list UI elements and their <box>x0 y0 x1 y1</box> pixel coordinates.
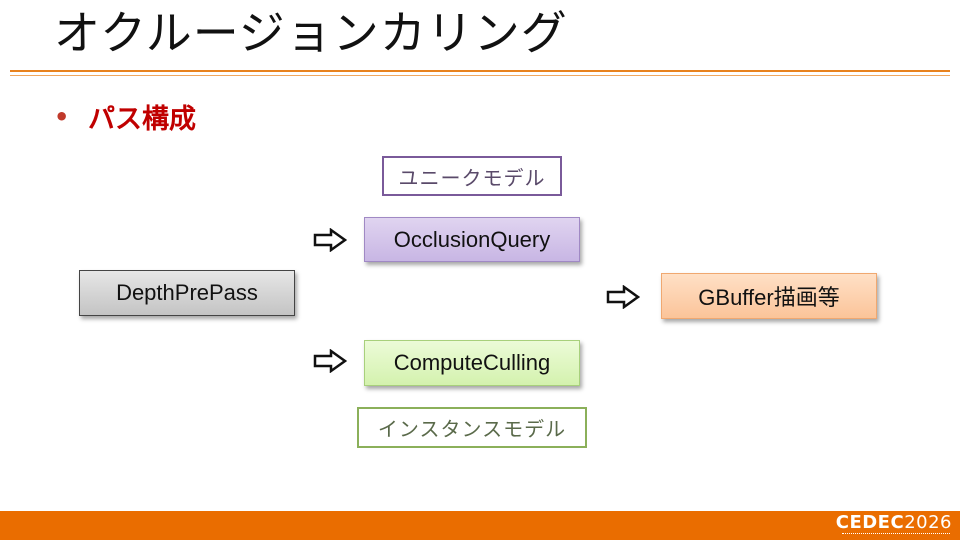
logo-year: 2026 <box>904 512 952 533</box>
bullet-text: パス構成 <box>88 104 196 135</box>
depth-pre-pass-box: DepthPrePass <box>79 270 295 316</box>
logo-subtitle-line <box>842 533 950 536</box>
gbuffer-box: GBuffer描画等 <box>661 273 877 319</box>
title-divider-thin <box>10 75 950 76</box>
compute-culling-box: ComputeCulling <box>364 340 580 386</box>
instance-model-label: インスタンスモデル <box>357 407 587 448</box>
footer-bar: CEDEC2026 <box>0 511 960 540</box>
logo-text: CEDEC <box>835 512 905 533</box>
arrow-to-compute-icon <box>313 349 347 373</box>
cedec-logo: CEDEC2026 <box>836 514 952 532</box>
title-divider-thick <box>10 70 950 72</box>
slide-title: オクルージョンカリング <box>54 6 568 60</box>
occlusion-query-box: OcclusionQuery <box>364 217 580 262</box>
arrow-to-gbuffer-icon <box>606 285 640 309</box>
unique-model-label: ユニークモデル <box>382 156 562 196</box>
arrow-to-occlusion-icon <box>313 228 347 252</box>
bullet-marker: • <box>54 103 70 131</box>
